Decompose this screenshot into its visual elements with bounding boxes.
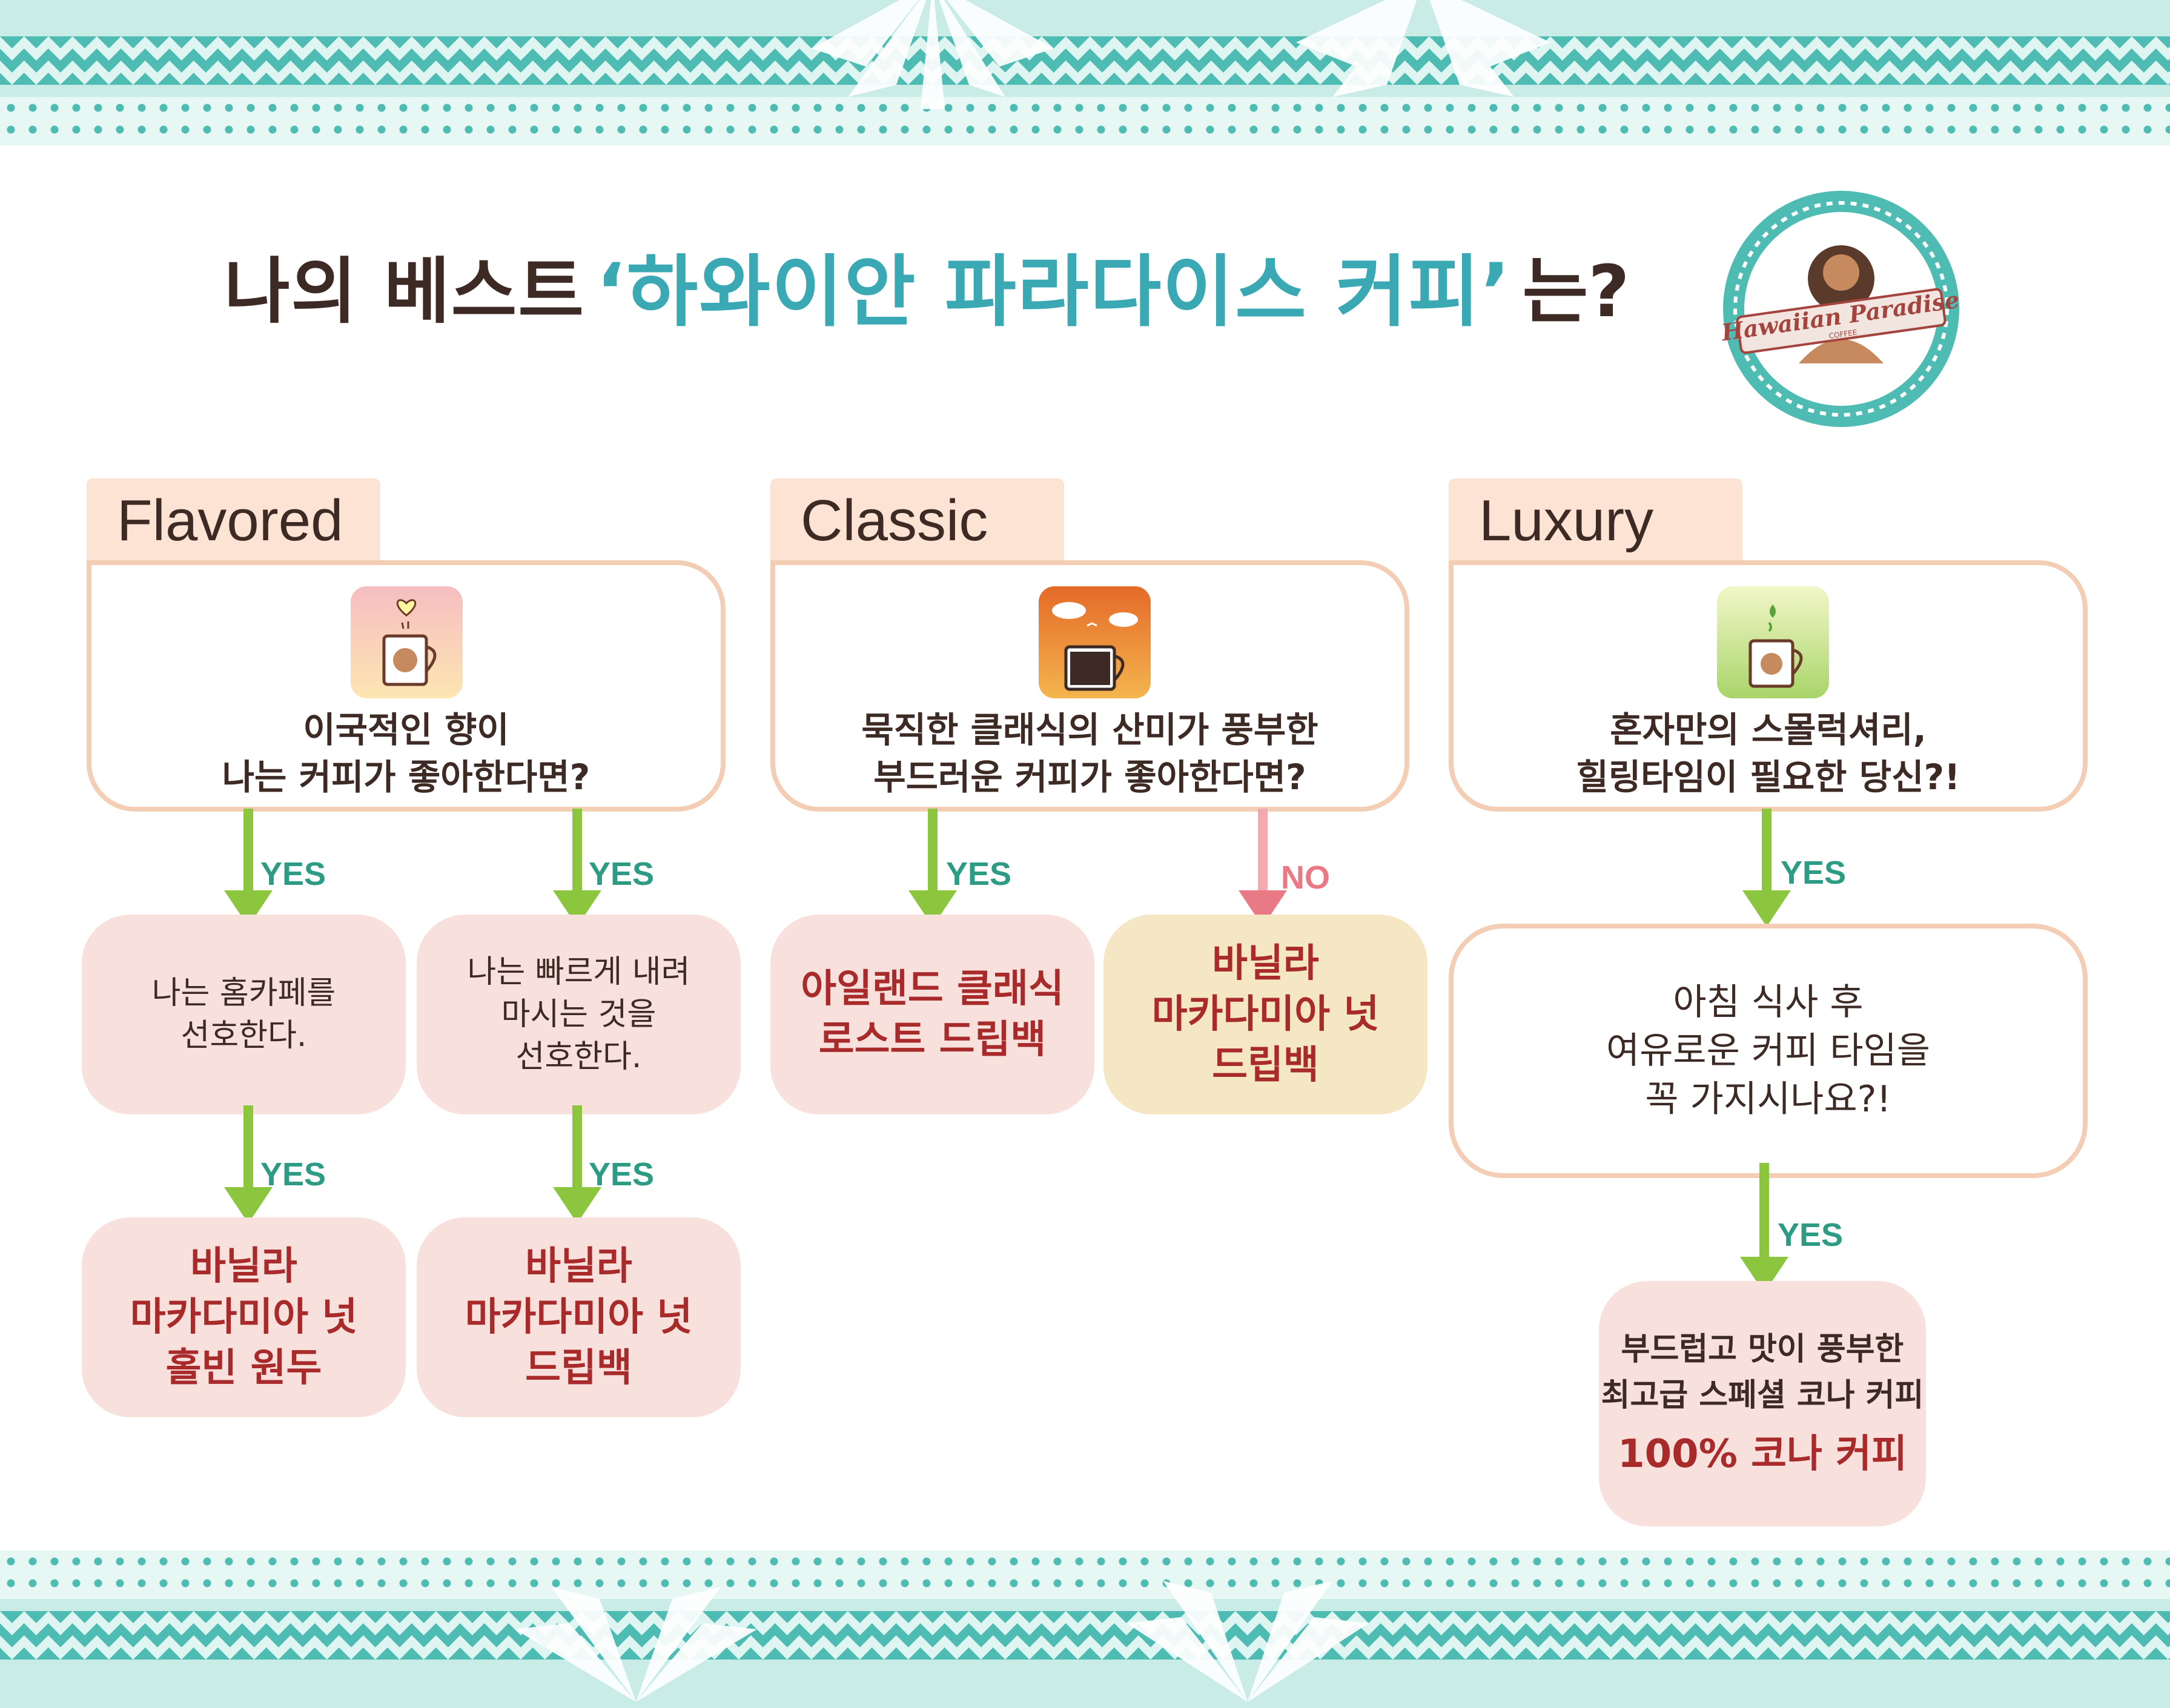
node-text: 나는 빠르게 내려 (467, 954, 690, 990)
tab-luxury: Luxury (1449, 478, 1742, 563)
title-suffix: 는? (1522, 249, 1630, 333)
result-desc: 최고급 스페셜 코나 커피 (1601, 1377, 1924, 1414)
luxury-question-line1: 혼자만의 스몰럭셔리, (1610, 709, 1927, 750)
arrow-down-icon (908, 809, 957, 927)
result-text: 마카다미아 넛 (130, 1295, 358, 1340)
result-text: 아일랜드 클래식 (801, 967, 1064, 1011)
arrow-down-icon (224, 1105, 273, 1223)
flavored-question-line2: 나는 커피가 좋아한다면? (222, 756, 590, 798)
node-text: 선호한다. (515, 1039, 642, 1075)
tab-flavored: Flavored (87, 478, 380, 563)
result-text: 바닐라 (525, 1244, 632, 1289)
classic-question-line2: 부드러운 커피가 좋아한다면? (873, 756, 1306, 798)
yes-label: YES (946, 856, 1012, 892)
arrow-down-no-icon (1239, 809, 1287, 927)
result-text: 마카다미아 넛 (1151, 992, 1380, 1037)
palm-leaf-icon (1126, 1581, 1369, 1702)
result-text: 바닐라 (190, 1244, 297, 1289)
arrow-down-icon (553, 809, 601, 927)
yes-label: YES (260, 856, 326, 892)
flavored-question-line1: 이국적인 향이 (303, 709, 509, 750)
flavored-left-result: 바닐라 마카다미아 넛 홀빈 원두 (82, 1217, 406, 1417)
classic-question-box: 묵직한 클래식의 산미가 풍부한 부드러운 커피가 좋아한다면? (770, 560, 1409, 812)
yes-label: YES (1781, 855, 1847, 891)
step-text: 여유로운 커피 타임을 (1606, 1030, 1930, 1072)
yes-label: YES (1778, 1217, 1844, 1253)
step-text: 아침 식사 후 (1673, 981, 1864, 1024)
top-border-band (0, 0, 2170, 151)
palm-leaf-icon (1296, 0, 1550, 97)
sunset-coffee-icon (1039, 586, 1151, 698)
leaf-coffee-icon (1717, 586, 1829, 698)
result-text: 로스트 드립백 (818, 1018, 1047, 1062)
arrow-down-icon (1740, 1163, 1788, 1293)
yes-label: YES (589, 856, 655, 892)
flavored-right-result: 바닐라 마카다미아 넛 드립백 (417, 1217, 741, 1417)
title-prefix: 나의 베스트 (224, 249, 585, 333)
flavored-left-node: 나는 홈카페를 선호한다. (82, 915, 406, 1114)
node-text: 선호한다. (180, 1018, 307, 1054)
palm-leaf-icon (812, 0, 1054, 109)
luxury-question-box: 혼자만의 스몰럭셔리, 힐링타임이 필요한 당신?! (1449, 560, 2088, 812)
heart-coffee-icon (351, 586, 463, 698)
arrow-down-icon (553, 1105, 601, 1223)
result-desc: 부드럽고 맛이 풍부한 (1621, 1331, 1904, 1368)
yes-label: YES (589, 1156, 655, 1193)
result-text: 바닐라 (1212, 941, 1319, 986)
arrow-down-icon (1742, 809, 1791, 927)
arrow-down-icon (224, 809, 273, 927)
no-label: NO (1281, 859, 1330, 896)
step-text: 꼭 가지시나요?! (1645, 1078, 1891, 1120)
node-text: 마시는 것을 (501, 996, 657, 1033)
result-text: 마카다미아 넛 (465, 1295, 693, 1340)
yes-label: YES (260, 1156, 326, 1193)
hawaiian-paradise-logo: Hawaiian Paradise COFFEE (1719, 191, 1961, 427)
result-text: 홀빈 원두 (165, 1346, 322, 1391)
title-highlight: ‘하와이안 파라다이스 커피’ (595, 247, 1512, 337)
classic-yes-result: 아일랜드 클래식 로스트 드립백 (770, 915, 1094, 1114)
luxury-question-line2: 힐링타임이 필요한 당신?! (1576, 756, 1960, 798)
result-text: 드립백 (1212, 1043, 1319, 1088)
classic-no-result: 바닐라 마카다미아 넛 드립백 (1103, 915, 1427, 1114)
result-text: 드립백 (525, 1346, 632, 1391)
flavored-question-box: 이국적인 향이 나는 커피가 좋아한다면? (87, 560, 726, 812)
page-title: 나의 베스트 ‘하와이안 파라다이스 커피’ 는? (224, 239, 1630, 337)
flavored-right-node: 나는 빠르게 내려 마시는 것을 선호한다. (417, 915, 741, 1114)
bottom-border-band (0, 1551, 2170, 1708)
tab-classic: Classic (770, 478, 1064, 563)
classic-question-line1: 묵직한 클래식의 산미가 풍부한 (861, 709, 1318, 750)
logo-sub-text: COFFEE (1828, 328, 1857, 340)
node-text: 나는 홈카페를 (151, 975, 336, 1011)
luxury-step-box: 아침 식사 후 여유로운 커피 타임을 꼭 가지시나요?! (1449, 924, 2088, 1178)
result-text: 100% 코나 커피 (1618, 1431, 1907, 1477)
luxury-result: 부드럽고 맛이 풍부한 최고급 스페셜 코나 커피 100% 코나 커피 (1599, 1281, 1926, 1526)
palm-leaf-icon (515, 1587, 757, 1702)
